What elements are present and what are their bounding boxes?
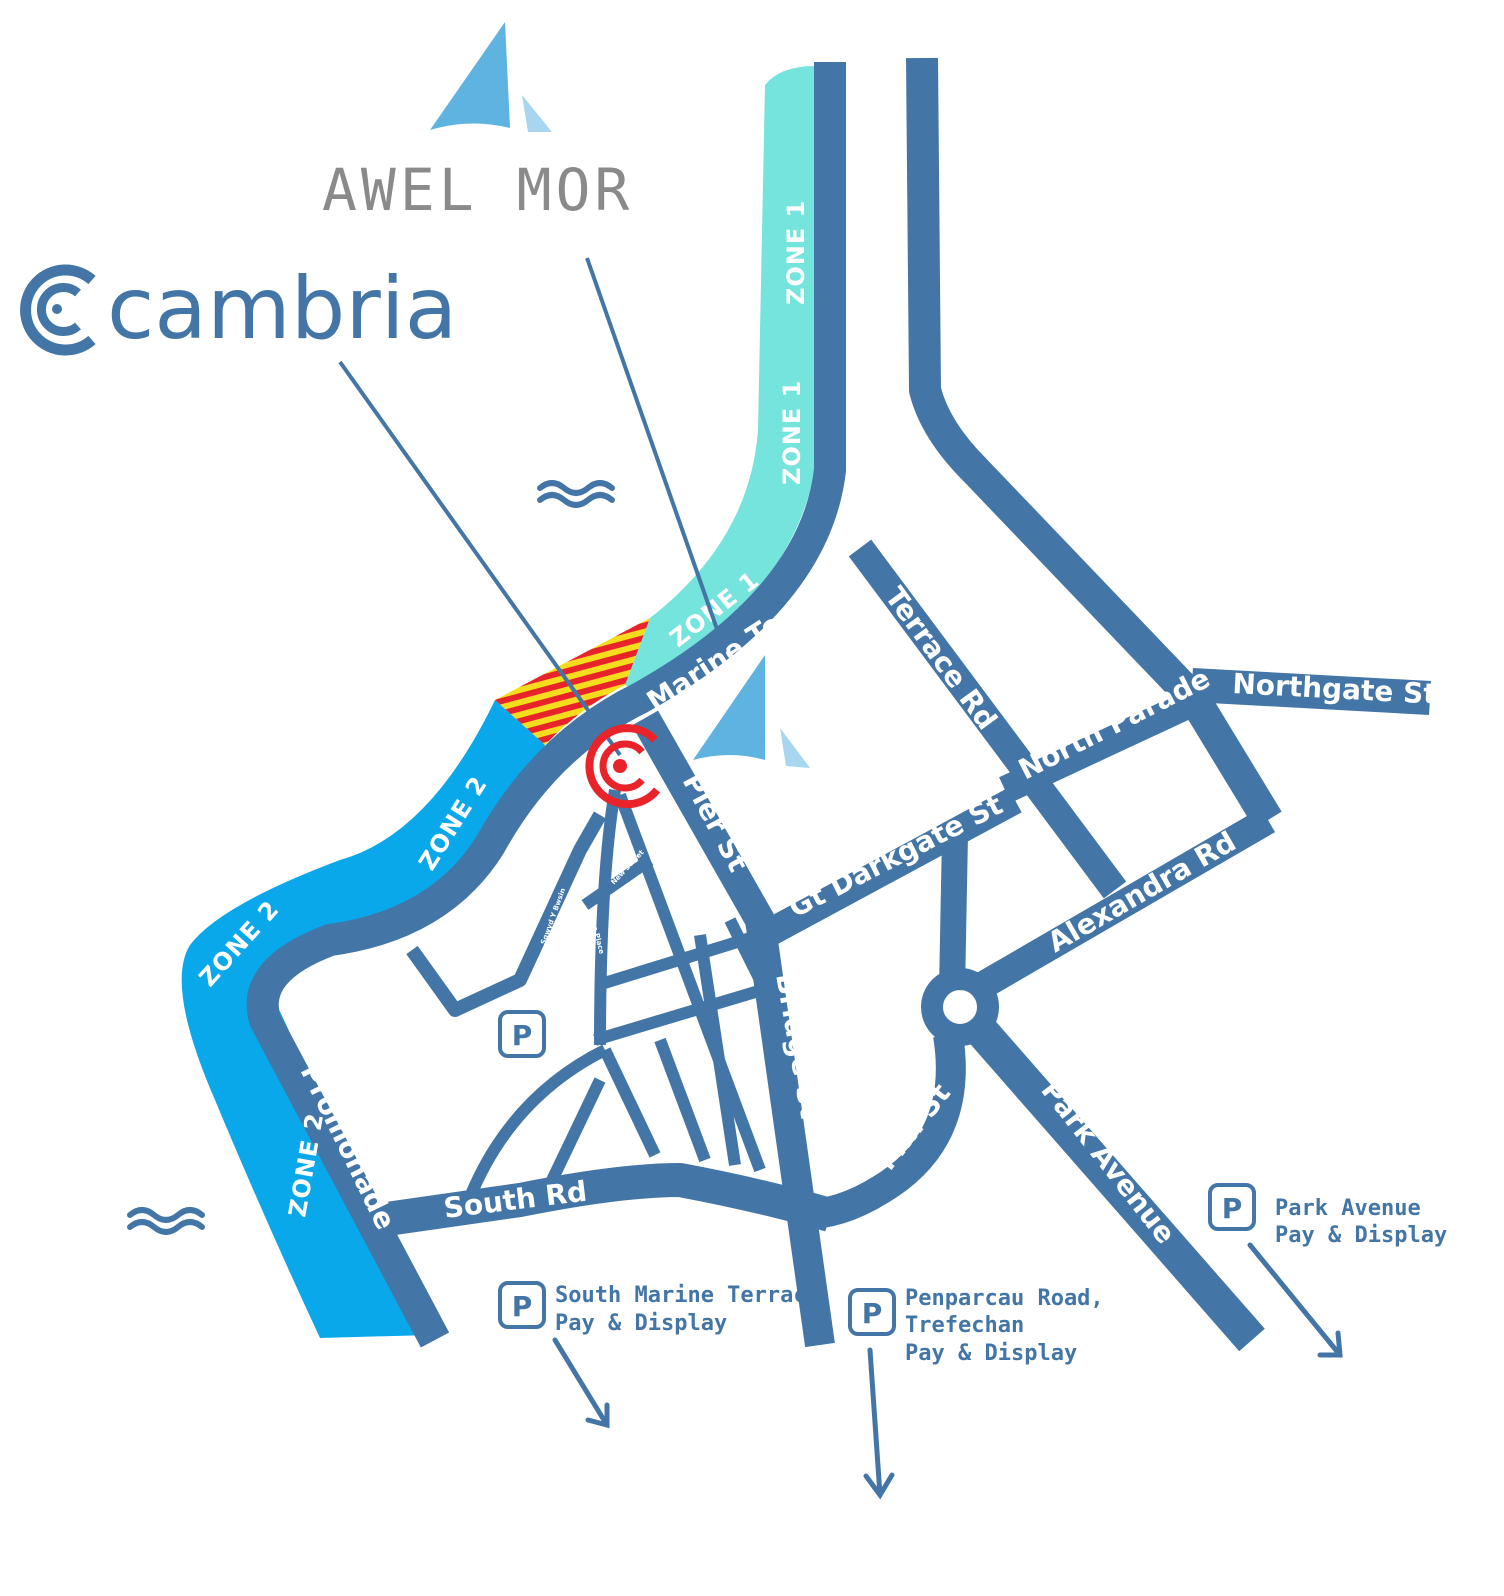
parking-penparcau-line2: Trefechan [905, 1313, 1024, 1338]
direction-arrow-icon [552, 1337, 610, 1429]
cambria-pointer-line [338, 360, 622, 757]
road-network [246, 57, 1431, 1352]
zone-1-label-top: ZONE 1 [782, 200, 810, 305]
road-label-north-parade: North Parade [1013, 662, 1215, 787]
location-marker-icon [585, 724, 661, 809]
awel-mor-pointer-line [585, 257, 727, 653]
parking-penparcau-line3: Pay & Display [905, 1341, 1077, 1366]
parking-south-marine-terrace: P South Marine Terrace Pay & Display [498, 1281, 820, 1429]
sail-logo-icon [693, 655, 810, 768]
direction-arrow-icon [863, 1347, 895, 1500]
cambria-logo-text: cambria [107, 259, 457, 359]
road-label-gt-darkgate-st: Gt Darkgate St [783, 788, 1008, 924]
parking-south-marine-line2: Pay & Display [555, 1311, 727, 1336]
road-label-park-avenue: Park Avenue [1034, 1074, 1182, 1250]
parking-park-avenue-line1: Park Avenue [1275, 1196, 1421, 1221]
water-wave-icon [537, 480, 615, 508]
parking-icon: P [498, 1010, 546, 1058]
parking-symbol: P [1222, 1192, 1243, 1225]
parking-symbol: P [512, 1019, 533, 1052]
sail-logo-icon [430, 22, 552, 132]
parking-symbol: P [512, 1290, 533, 1323]
awel-mor-logo-text: AWEL MOR [322, 156, 633, 224]
direction-arrow-icon [1247, 1242, 1343, 1358]
parking-penparcau-line1: Penparcau Road, [905, 1286, 1104, 1311]
road-label-terrace-rd: Terrace Rd [878, 581, 1003, 736]
parking-penparcau: P Penparcau Road, Trefechan Pay & Displa… [848, 1286, 1104, 1500]
parking-park-avenue: P Park Avenue Pay & Display [1208, 1183, 1447, 1358]
parking-symbol: P [862, 1297, 883, 1330]
parking-south-marine-line1: South Marine Terrace [555, 1283, 820, 1308]
zone-1-area [625, 66, 815, 690]
parking-park-avenue-line2: Pay & Display [1275, 1223, 1447, 1248]
cambria-logo-icon [20, 264, 96, 356]
zone-1-label-middle: ZONE 1 [778, 380, 806, 485]
zone-2-area [181, 700, 545, 1338]
hatched-zone-area [495, 618, 650, 745]
road-labels: Marine Terrace Terrace Rd Northgate St N… [294, 562, 1438, 1250]
water-wave-icon [127, 1207, 205, 1235]
